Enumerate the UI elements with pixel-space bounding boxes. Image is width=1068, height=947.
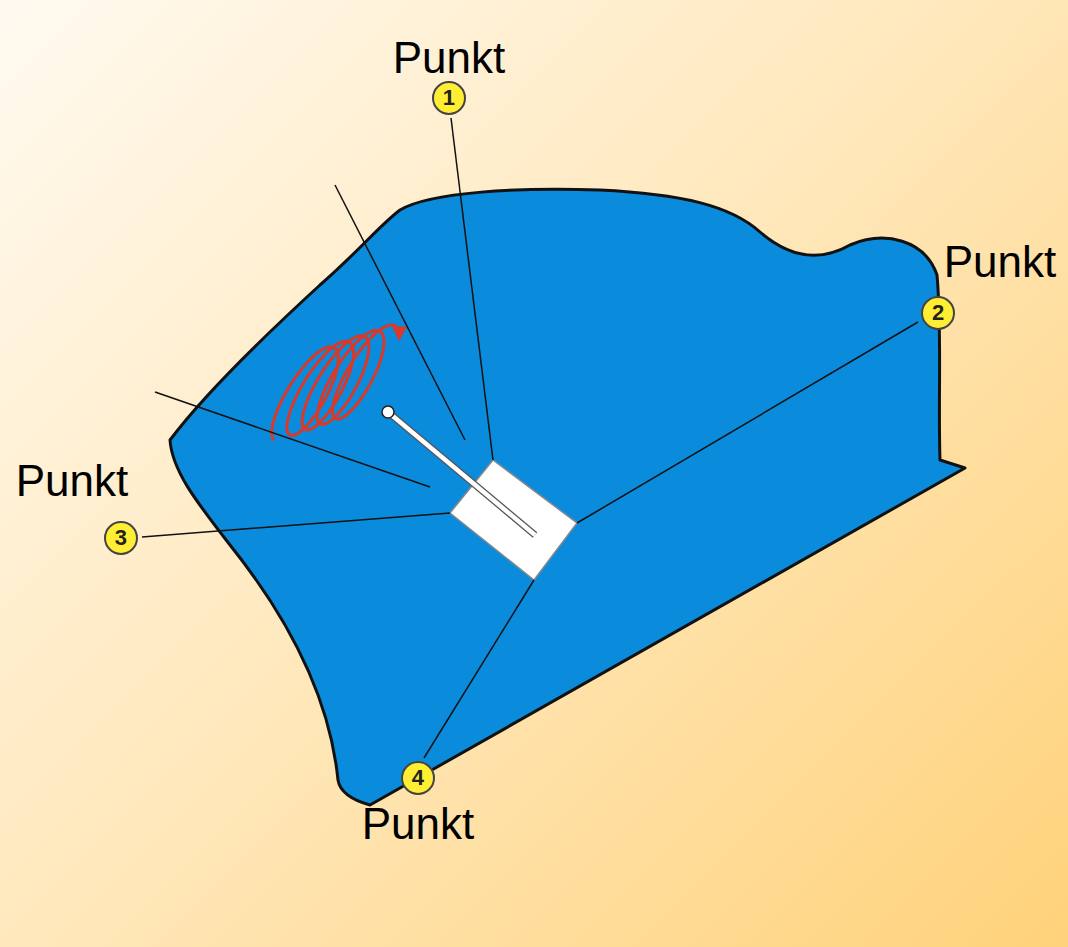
point-label: Punkt xyxy=(944,240,1057,284)
guide-line xyxy=(155,392,430,487)
point-label: Punkt xyxy=(393,36,506,80)
point-label: Punkt xyxy=(362,802,475,846)
callout-number: 4 xyxy=(401,761,435,795)
leader-line xyxy=(577,322,918,523)
callout-number: 1 xyxy=(432,81,466,115)
guide-line xyxy=(335,185,465,440)
leader-line xyxy=(142,513,450,537)
probe-tip xyxy=(382,406,394,418)
leader-line xyxy=(424,580,534,758)
callout: Punkt 2 xyxy=(921,240,1056,330)
callout-number: 3 xyxy=(104,521,138,555)
motion-path xyxy=(272,325,400,440)
blue-surface xyxy=(170,189,965,805)
callout: Punkt 3 xyxy=(16,459,138,555)
motion-path xyxy=(272,325,400,440)
callout: Punkt1 xyxy=(393,36,506,115)
leader-line xyxy=(451,118,493,460)
callout-number: 2 xyxy=(921,296,955,330)
point-label: Punkt xyxy=(16,459,129,503)
callout: 4Punkt xyxy=(362,761,475,846)
